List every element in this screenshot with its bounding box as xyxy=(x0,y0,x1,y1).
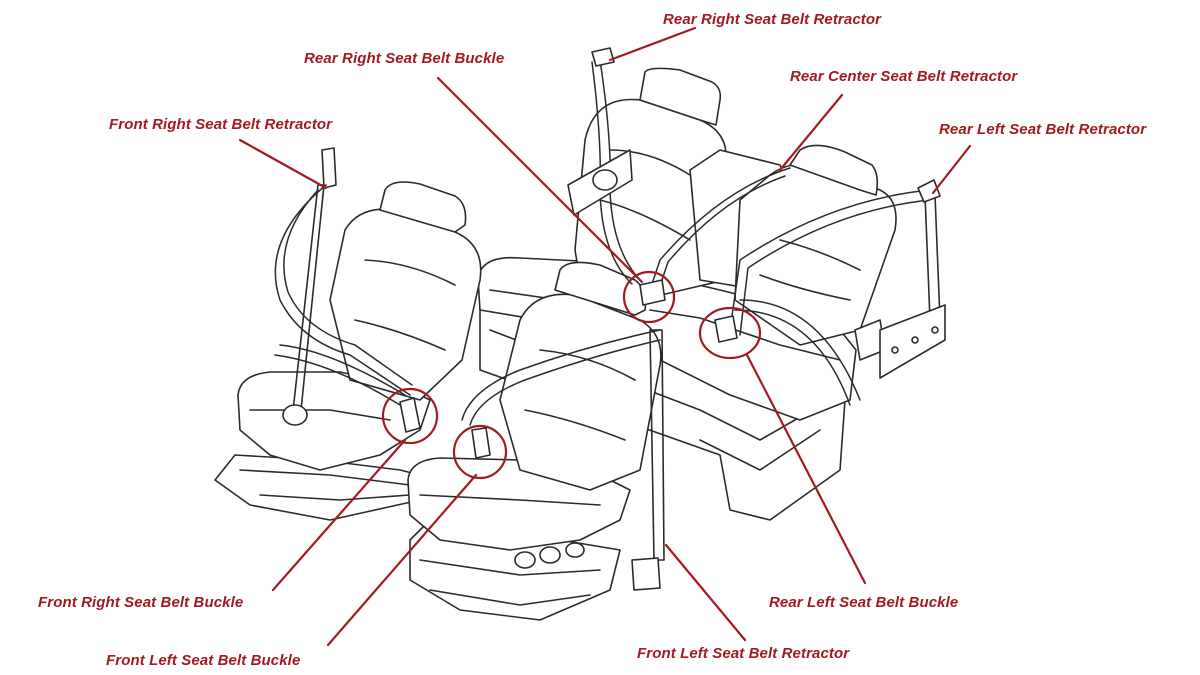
front-right-cushion xyxy=(237,371,431,471)
front-left-buckle-body xyxy=(471,427,491,459)
rear-right-buckle-circle-highlight xyxy=(622,270,676,324)
front-right-buckle-circle-highlight xyxy=(381,387,439,445)
leader-line xyxy=(778,93,844,172)
front-right-retractor-anchor xyxy=(321,147,337,189)
front-right-seat xyxy=(214,147,482,521)
buckles xyxy=(399,279,738,459)
front-left-control-2 xyxy=(539,546,561,564)
leader-line xyxy=(326,473,478,647)
front-left-seat xyxy=(407,261,665,621)
label-rear-left-retractor: Rear Left Seat Belt Retractor xyxy=(939,121,1147,138)
rear-right-anchor xyxy=(591,47,615,67)
rear-left-retractor-post xyxy=(924,194,941,321)
leader-line xyxy=(745,353,867,585)
front-left-control-1 xyxy=(514,551,536,569)
label-rear-right-buckle: Rear Right Seat Belt Buckle xyxy=(304,50,505,67)
rear-left-headrest xyxy=(789,144,879,196)
rear-right-buckle-body xyxy=(639,279,666,306)
leader-line xyxy=(238,138,328,190)
label-rear-left-buckle: Rear Left Seat Belt Buckle xyxy=(769,594,959,611)
label-rear-right-retractor: Rear Right Seat Belt Retractor xyxy=(663,11,882,28)
label-rear-center-retractor: Rear Center Seat Belt Retractor xyxy=(790,68,1018,85)
label-front-left-buckle: Front Left Seat Belt Buckle xyxy=(106,652,301,669)
label-front-right-retractor: Front Right Seat Belt Retractor xyxy=(109,116,333,133)
front-right-headrest xyxy=(379,181,467,233)
rear-left-buckle-circle-highlight xyxy=(698,306,762,360)
front-left-control-3 xyxy=(565,542,585,558)
rear-left-buckle-body xyxy=(714,315,738,343)
leader-line xyxy=(608,26,697,62)
leader-line xyxy=(271,438,407,592)
rear-right-headrest xyxy=(639,67,722,126)
front-left-backrest xyxy=(499,293,662,491)
retractor-brackets xyxy=(567,47,946,379)
front-right-buckle-body xyxy=(399,397,421,433)
label-front-left-retractor: Front Left Seat Belt Retractor xyxy=(637,645,850,662)
leader-line xyxy=(931,144,972,195)
front-right-retractor-spool xyxy=(282,404,308,426)
front-right-backrest xyxy=(329,208,482,401)
front-left-buckle-circle-highlight xyxy=(452,424,508,480)
callouts xyxy=(238,26,972,647)
front-left-retractor-box xyxy=(631,557,661,591)
label-front-right-buckle: Front Right Seat Belt Buckle xyxy=(38,594,244,611)
leader-line xyxy=(436,76,644,284)
leader-line xyxy=(664,543,747,642)
rear-left-anchor xyxy=(917,179,941,203)
